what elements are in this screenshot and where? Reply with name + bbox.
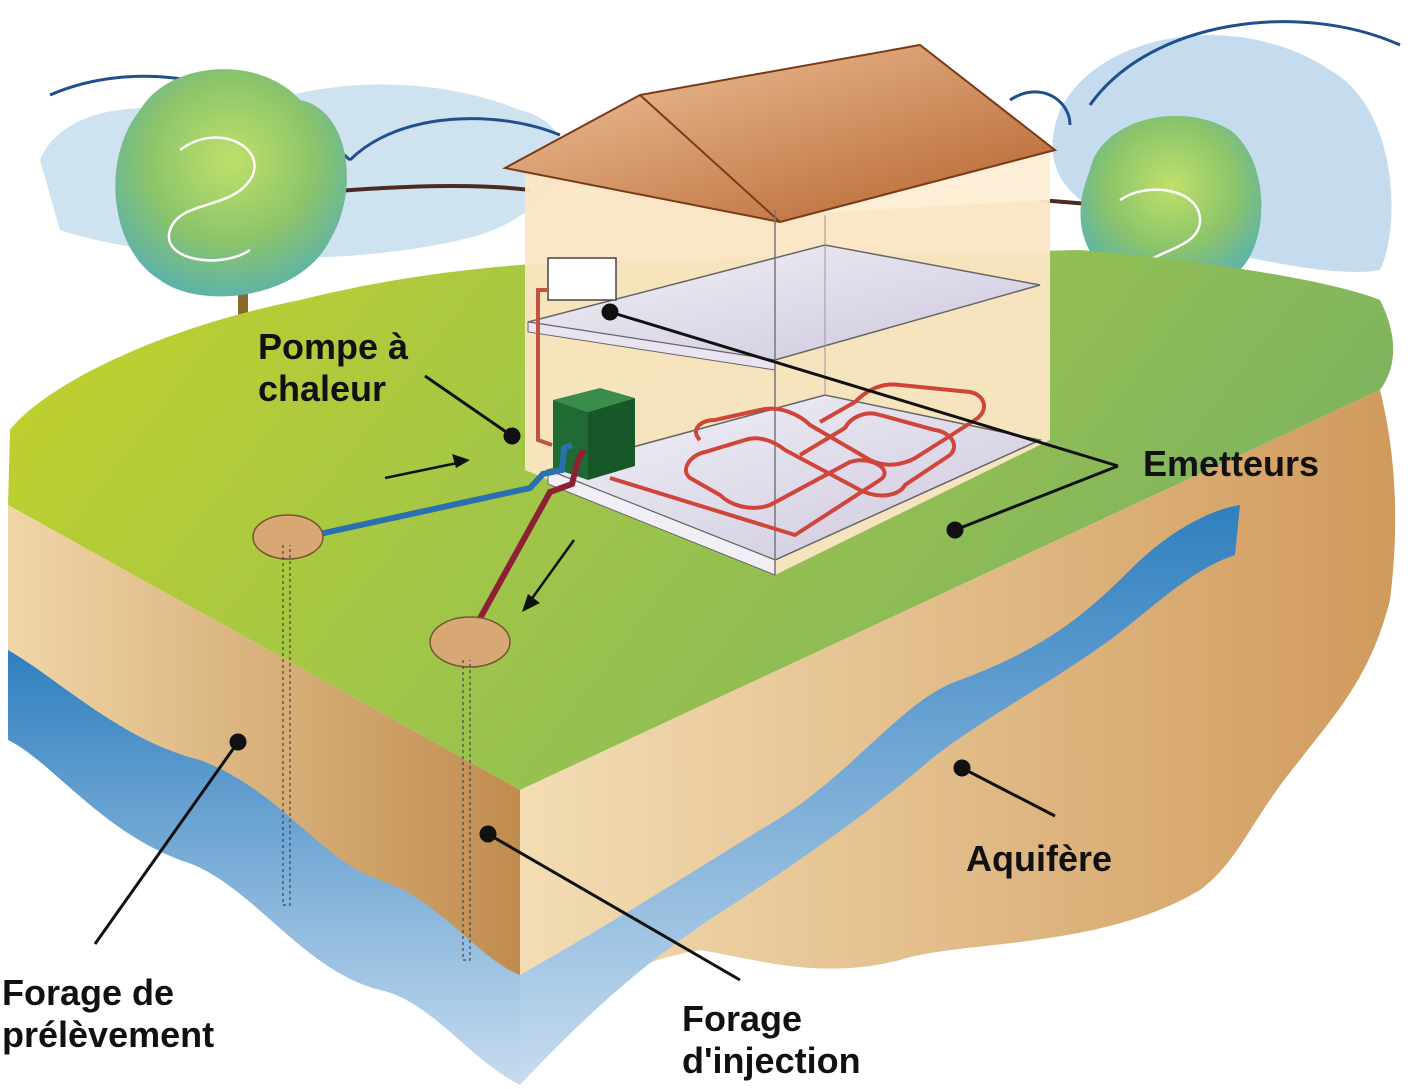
label-heat-pump: Pompe à chaleur — [258, 326, 408, 410]
aquifer-water-right — [520, 505, 1240, 1085]
label-heat-pump-line1: Pompe à — [258, 326, 409, 367]
label-extraction-well-line1: Forage de — [2, 972, 175, 1013]
label-injection-well-line1: Forage — [682, 998, 803, 1039]
flow-arrow-out — [522, 539, 576, 612]
tree-left — [115, 69, 347, 340]
label-injection-well: Forage d'injection — [682, 998, 861, 1082]
wall-radiator — [547, 257, 617, 301]
label-extraction-well: Forage de prélèvement — [2, 972, 214, 1056]
aquifer-water-left — [8, 650, 520, 1085]
label-emitters: Emetteurs — [1143, 443, 1320, 484]
cold-water-pipe — [282, 442, 574, 545]
label-extraction-well-line2: prélèvement — [2, 1014, 215, 1055]
label-injection-well-line2: d'injection — [682, 1040, 861, 1081]
label-heat-pump-line2: chaleur — [258, 368, 387, 409]
injection-well-pad — [429, 616, 511, 668]
floor-heating-loop — [609, 411, 956, 538]
extraction-well-pad — [252, 514, 324, 560]
house — [502, 43, 1058, 576]
injection-well-shaft — [462, 660, 471, 961]
house-roof — [502, 43, 1058, 224]
extraction-well-shaft — [282, 545, 291, 906]
callout-lines — [93, 303, 1119, 982]
label-aquifer: Aquifère — [966, 838, 1113, 879]
flow-arrow-in — [384, 454, 470, 480]
